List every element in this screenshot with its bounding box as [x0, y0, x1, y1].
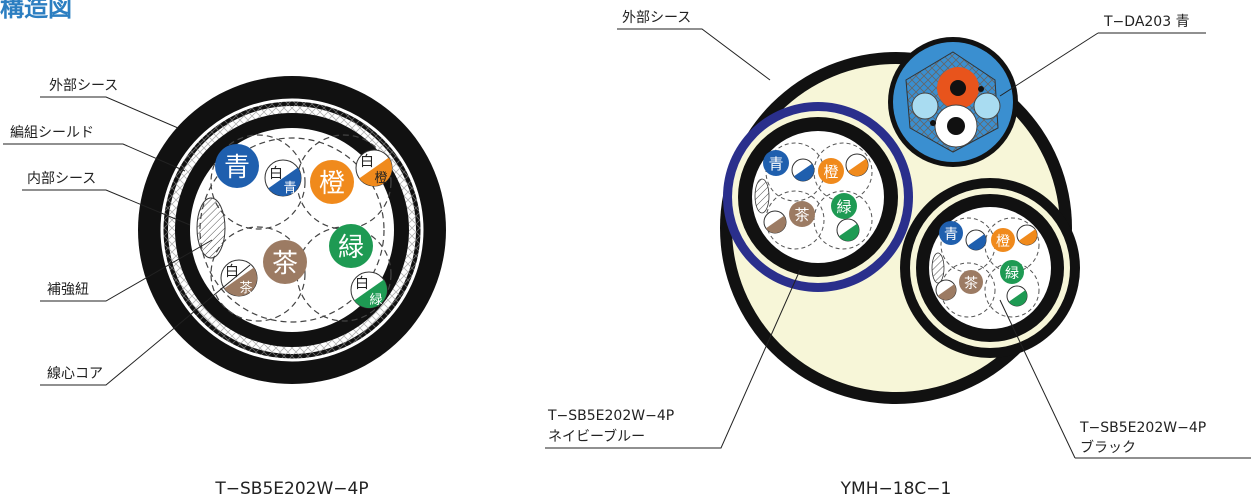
pair-brown: 茶 白 茶 [220, 240, 307, 297]
svg-text:緑: 緑 [836, 198, 851, 216]
da-cable [888, 37, 1018, 167]
pair-color-label: 茶 [272, 249, 298, 279]
label-black-cable-color: ブラック [1080, 439, 1136, 456]
svg-text:青: 青 [768, 155, 783, 173]
label-outer-sheath: 外部シース [49, 78, 118, 94]
pair-stripe-label: 白 [355, 276, 369, 292]
label-navy-cable-model: T−SB5E202W−4P [547, 408, 674, 424]
label-core: 線心コア [47, 366, 103, 382]
svg-text:茶: 茶 [964, 276, 978, 292]
black-lan-cable: 青 橙 茶 緑 [900, 178, 1080, 358]
pair-stripe-label: 白 [360, 154, 374, 170]
right-cable-cross-section: 青 橙 茶 緑 青 [720, 37, 1080, 404]
right-caption: YMH−18C−1 [840, 479, 952, 499]
label-right-outer-sheath: 外部シース [622, 10, 691, 26]
pair-mix-label: 青 [283, 181, 296, 196]
pair-blue: 青 白 青 [215, 144, 302, 197]
navy-lan-cable: 青 橙 茶 緑 [723, 102, 913, 292]
svg-text:橙: 橙 [996, 234, 1010, 250]
svg-text:青: 青 [944, 227, 958, 243]
left-caption: T−SB5E202W−4P [214, 479, 368, 499]
label-braided-shield: 編組シールド [10, 125, 94, 141]
pair-orange: 橙 白 橙 [310, 149, 393, 204]
label-reinforcing-string: 補強紐 [47, 282, 89, 298]
label-black-cable-model: T−SB5E202W−4P [1079, 420, 1206, 436]
pair-stripe-label: 白 [225, 264, 239, 280]
left-cable-cross-section: 青 白 青 橙 白 橙 茶 白 茶 緑 [138, 76, 446, 384]
pair-color-label: 緑 [338, 233, 364, 263]
svg-text:緑: 緑 [1005, 266, 1019, 282]
label-da-cable: T−DA203 青 [1103, 14, 1190, 30]
pair-color-label: 橙 [319, 169, 345, 199]
svg-text:茶: 茶 [794, 206, 809, 224]
pair-mix-label: 橙 [374, 171, 387, 186]
reinforcing-string [196, 197, 226, 259]
pair-green: 緑 白 緑 [329, 224, 388, 309]
pair-mix-label: 緑 [369, 293, 382, 308]
pair-mix-label: 茶 [239, 280, 252, 296]
label-navy-cable-color: ネイビーブルー [548, 428, 645, 445]
svg-text:橙: 橙 [823, 163, 838, 181]
pair-stripe-label: 白 [269, 166, 283, 182]
pair-color-label: 青 [224, 153, 250, 183]
page-title: 構造図 [0, 0, 72, 22]
label-inner-sheath: 内部シース [27, 171, 96, 187]
